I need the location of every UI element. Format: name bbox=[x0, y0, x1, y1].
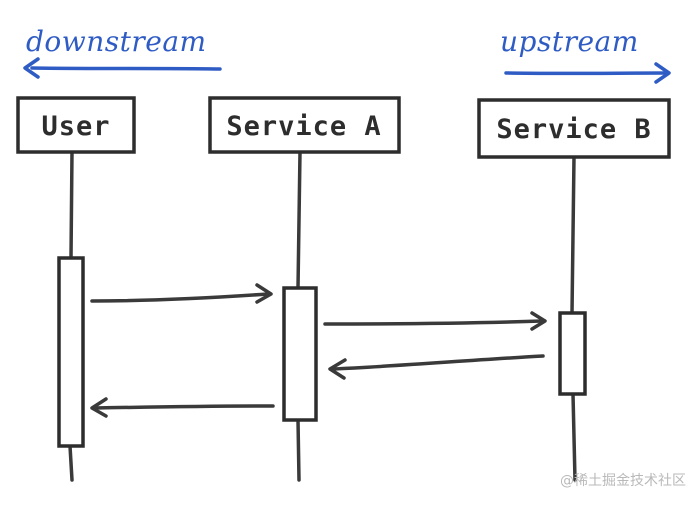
participant-user: User bbox=[16, 96, 136, 154]
message-service-a-to-service-b bbox=[323, 311, 547, 331]
participant-service-b: Service B bbox=[477, 98, 671, 159]
downstream-arrowhead bbox=[23, 57, 40, 79]
activation-service-a bbox=[282, 286, 318, 422]
upstream-label: upstream bbox=[500, 25, 639, 58]
message-service-b-to-service-a bbox=[328, 354, 545, 380]
activation-service-b bbox=[558, 311, 587, 396]
message-user-to-service-a bbox=[90, 283, 273, 304]
watermark: @稀土掘金技术社区 bbox=[560, 473, 686, 489]
lifeline-service-b bbox=[570, 155, 577, 482]
upstream-arrowhead bbox=[654, 62, 671, 84]
participant-service-a-label: Service A bbox=[226, 111, 381, 142]
downstream-arrow bbox=[30, 66, 222, 71]
message-service-a-to-user bbox=[90, 397, 275, 418]
lifeline-user bbox=[68, 150, 74, 482]
downstream-label: downstream bbox=[26, 25, 207, 58]
participant-user-label: User bbox=[41, 111, 110, 142]
activation-user bbox=[57, 256, 85, 448]
lifeline-service-a bbox=[296, 150, 302, 482]
participant-service-a: Service A bbox=[208, 96, 401, 154]
participant-service-b-label: Service B bbox=[496, 114, 651, 145]
